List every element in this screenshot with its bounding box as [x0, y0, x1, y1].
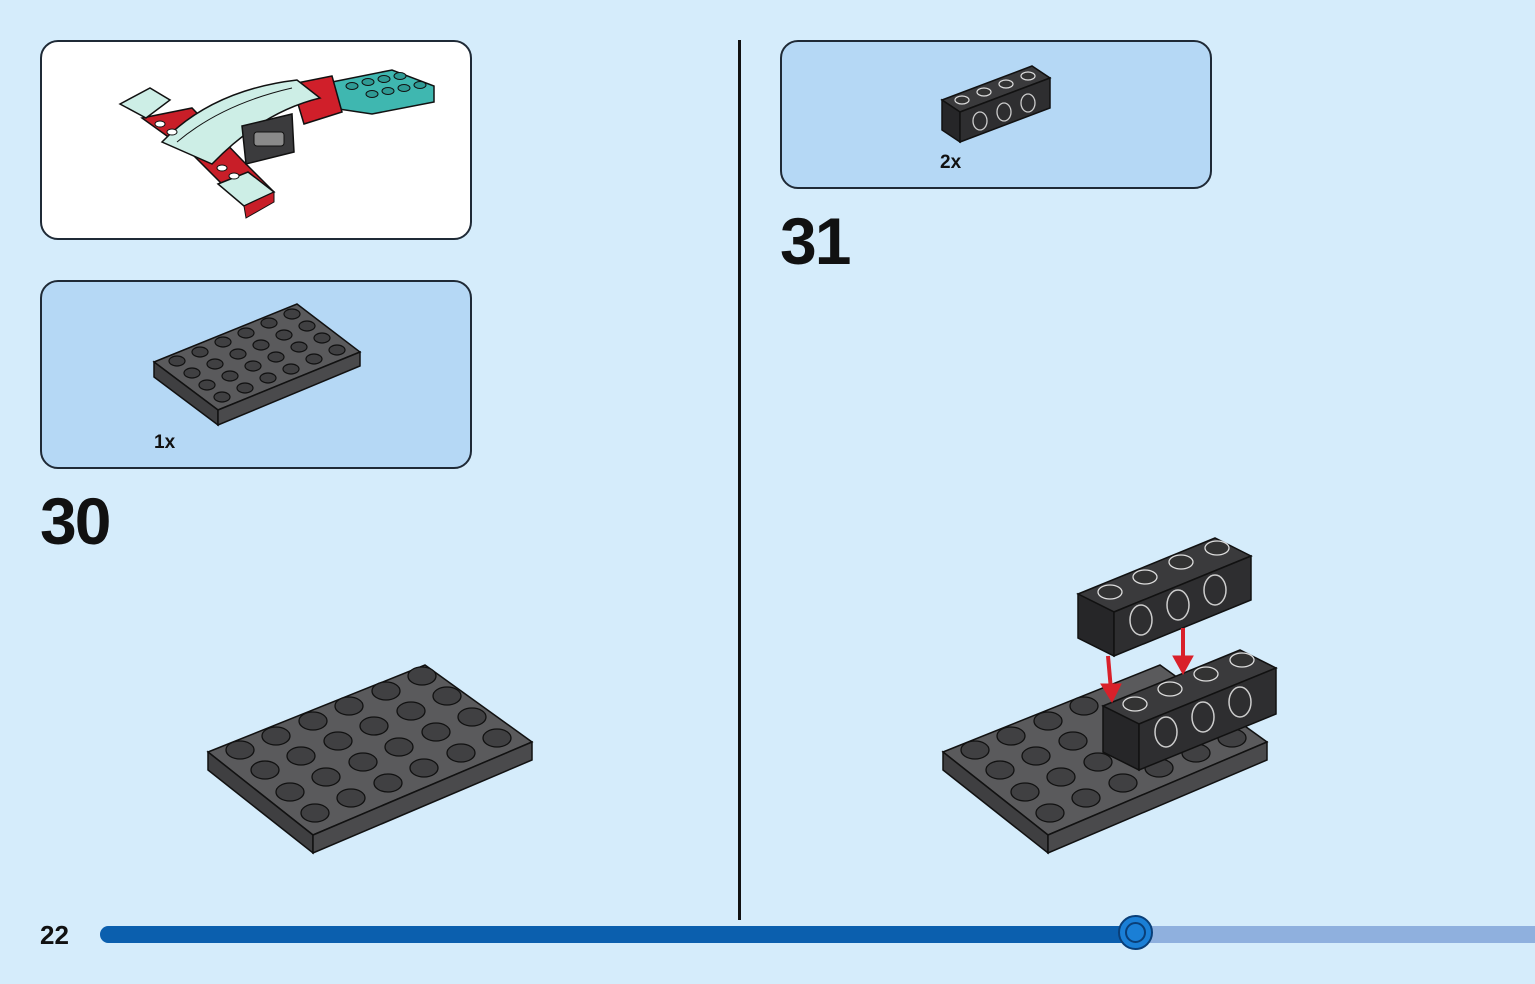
page-number: 22 [40, 920, 69, 950]
black-technic-brick-1x4-icon [940, 65, 1052, 144]
parts-needed-box-step-31: 2x [780, 40, 1212, 189]
dark-gray-plate-4x6-icon [152, 303, 362, 427]
progress-marker-icon [1118, 915, 1154, 950]
step-number-30: 30 [40, 484, 111, 558]
aircraft-model-icon [118, 69, 435, 219]
progress-bar [100, 915, 1535, 950]
step-number-31: 31 [780, 204, 851, 278]
parts-needed-box-step-30: 1x [40, 280, 472, 469]
placement-arrow-icon [1100, 628, 1194, 704]
page-divider [738, 40, 741, 920]
previous-model-preview [40, 40, 472, 240]
progress-fill [100, 926, 1137, 943]
part-quantity-label: 1x [154, 432, 176, 453]
dark-gray-plate-4x6-assembly-icon [206, 664, 534, 855]
part-quantity-label: 2x [940, 152, 962, 173]
